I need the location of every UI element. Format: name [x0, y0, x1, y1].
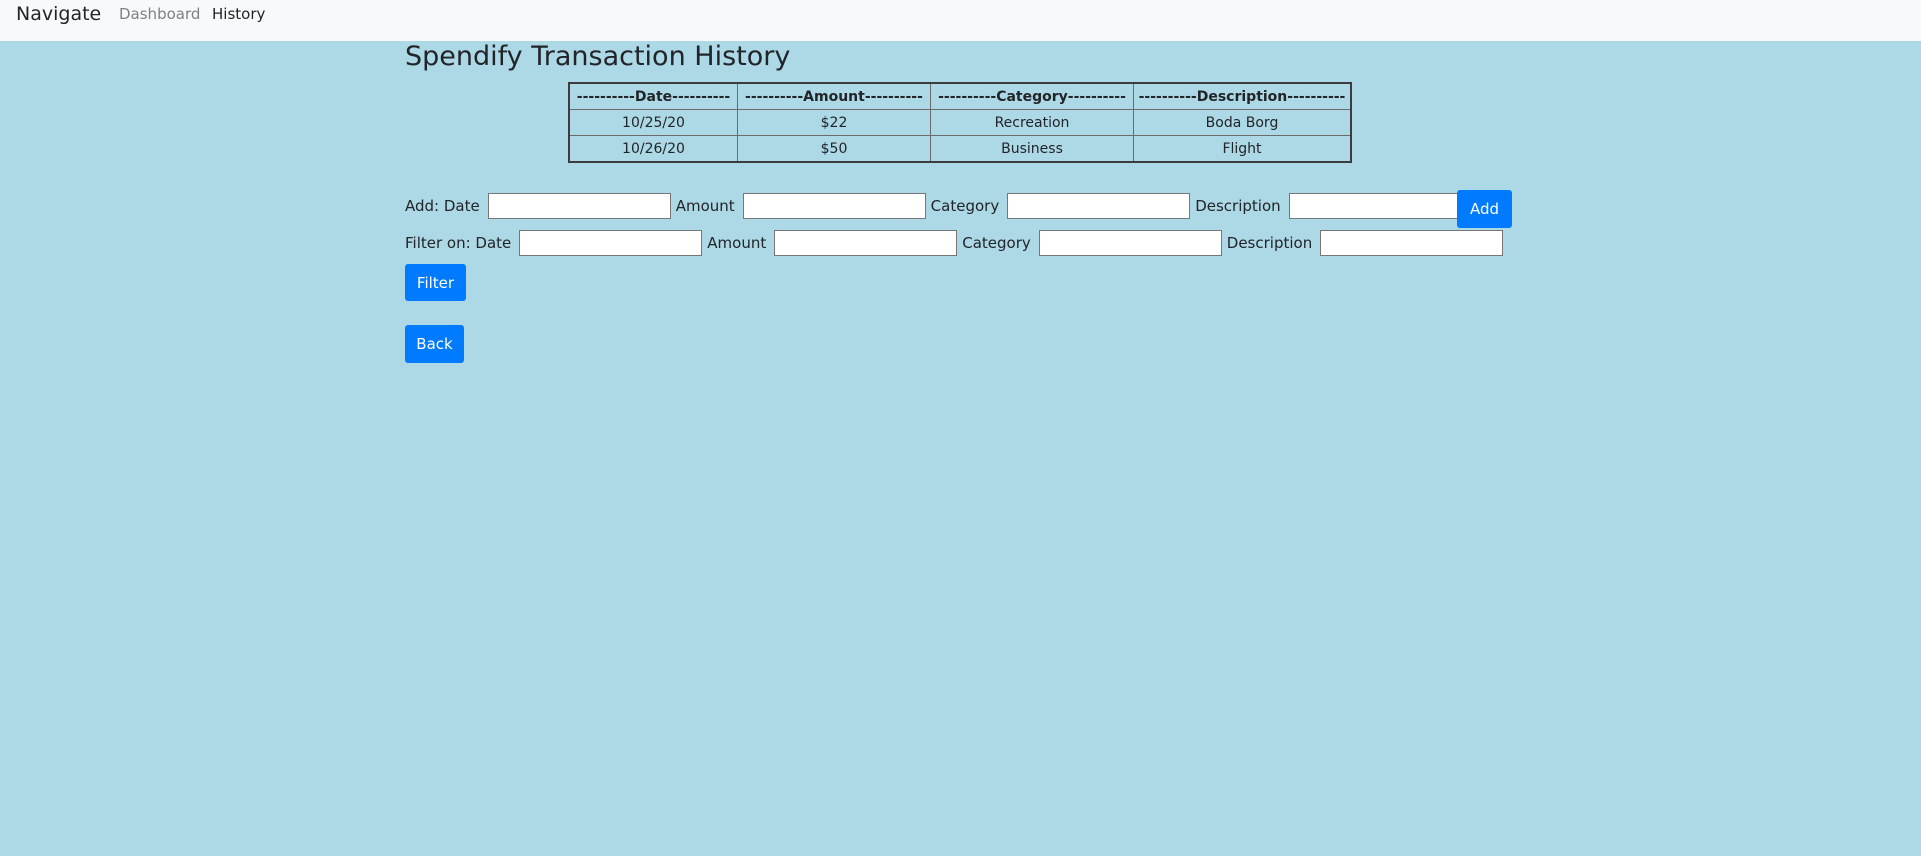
- filter-form: Filter on: Date Amount Category Descript…: [405, 227, 1508, 259]
- back-button[interactable]: Back: [405, 325, 464, 363]
- filter-category-label: Category: [962, 234, 1031, 252]
- column-header-date: ----------Date----------: [568, 82, 738, 110]
- add-date-input[interactable]: [487, 193, 671, 219]
- filter-date-input[interactable]: [519, 230, 703, 256]
- nav-link-dashboard[interactable]: Dashboard: [119, 5, 201, 23]
- filter-button[interactable]: Filter: [405, 264, 466, 301]
- table-row: 10/25/20 $22 Recreation Boda Borg: [568, 109, 1352, 136]
- navbar: Navigate Dashboard History: [0, 0, 1921, 41]
- filter-description-input[interactable]: [1320, 230, 1504, 256]
- add-description-input[interactable]: [1288, 193, 1472, 219]
- cell-category: Recreation: [930, 109, 1134, 136]
- cell-amount: $22: [737, 109, 931, 136]
- transaction-table: ----------Date---------- ----------Amoun…: [568, 82, 1352, 163]
- add-button[interactable]: Add: [1457, 190, 1512, 228]
- cell-description: Boda Borg: [1133, 109, 1352, 136]
- column-header-description: ----------Description----------: [1133, 82, 1352, 110]
- cell-date: 10/26/20: [568, 135, 738, 163]
- cell-amount: $50: [737, 135, 931, 163]
- column-header-category: ----------Category----------: [930, 82, 1134, 110]
- filter-amount-label: Amount: [707, 234, 767, 252]
- cell-category: Business: [930, 135, 1134, 163]
- table-row: 10/26/20 $50 Business Flight: [568, 135, 1352, 163]
- navbar-brand[interactable]: Navigate: [16, 3, 102, 25]
- cell-description: Flight: [1133, 135, 1352, 163]
- column-header-amount: ----------Amount----------: [737, 82, 931, 110]
- filter-category-input[interactable]: [1038, 230, 1222, 256]
- filter-description-label: Description: [1226, 234, 1313, 252]
- add-description-label: Description: [1195, 197, 1281, 215]
- cell-date: 10/25/20: [568, 109, 738, 136]
- add-category-label: Category: [930, 197, 1000, 215]
- add-form: Add: Date Amount Category Description: [405, 190, 1477, 222]
- add-amount-label: Amount: [675, 197, 735, 215]
- nav-link-history[interactable]: History: [212, 5, 266, 23]
- add-amount-input[interactable]: [742, 193, 926, 219]
- add-date-label: Add: Date: [405, 197, 480, 215]
- filter-date-label: Filter on: Date: [405, 234, 512, 252]
- page-title: Spendify Transaction History: [405, 41, 791, 72]
- table-header-row: ----------Date---------- ----------Amoun…: [568, 82, 1352, 110]
- filter-amount-input[interactable]: [774, 230, 958, 256]
- add-category-input[interactable]: [1007, 193, 1191, 219]
